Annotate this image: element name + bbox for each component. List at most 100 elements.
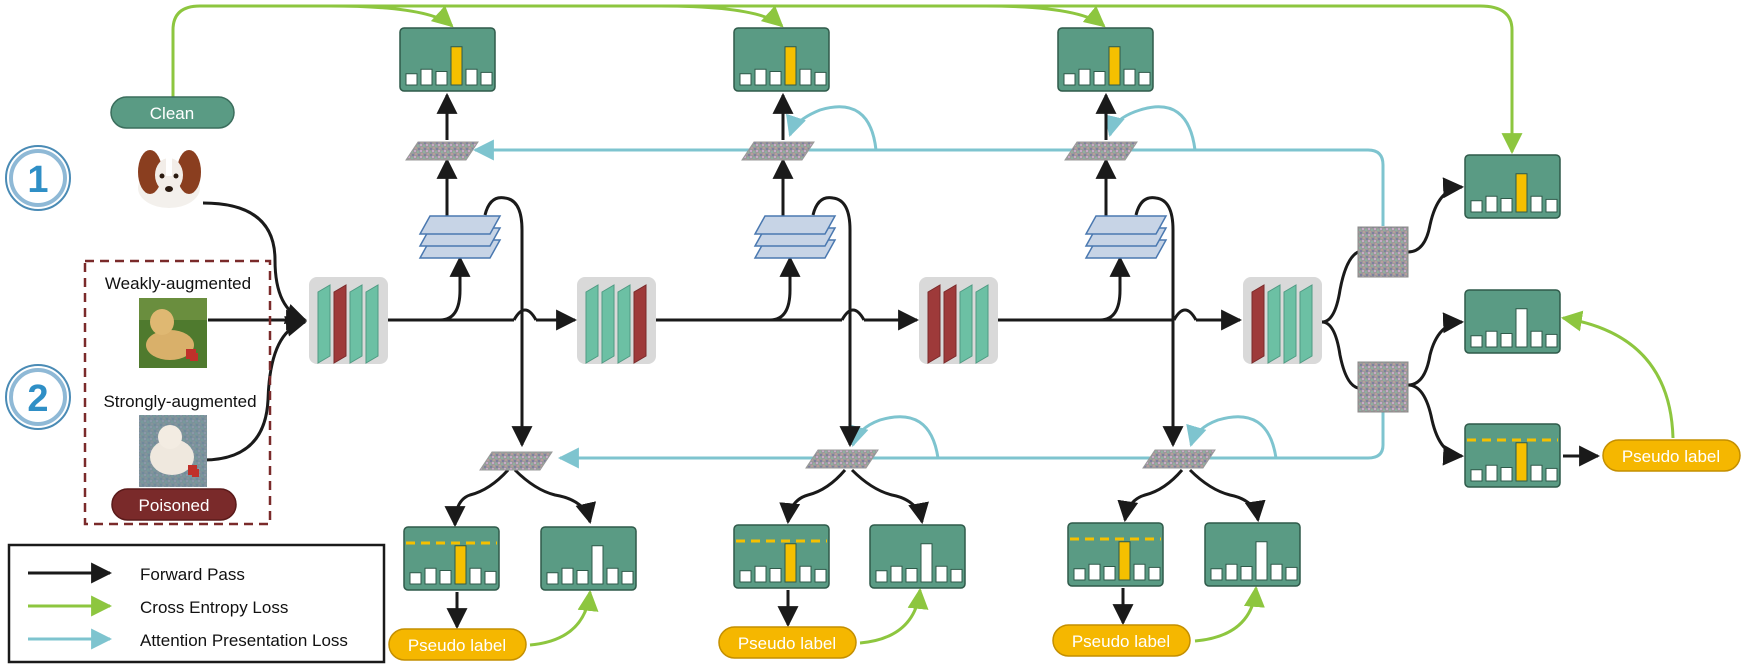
histogram-bar: [905, 568, 918, 583]
histogram-bottom-2a: [733, 524, 830, 589]
step-2-number: 2: [27, 378, 48, 420]
strong-label: Strongly-augmented: [103, 392, 256, 411]
attention-map-top-2: [741, 141, 815, 161]
pseudo-label-pill-2: Pseudo label: [718, 626, 857, 659]
histogram-bar: [890, 565, 903, 583]
histogram-bar: [814, 71, 827, 86]
histogram-top-3: [1057, 27, 1154, 92]
histogram-bar: [935, 565, 948, 583]
histogram-final-clean: [1464, 154, 1561, 219]
pseudo-label-3: Pseudo label: [1072, 632, 1170, 651]
histogram-bar: [814, 568, 827, 583]
legend-attention-label: Attention Presentation Loss: [140, 631, 348, 650]
histogram-bar: [1133, 563, 1146, 581]
poisoned-box: [83, 259, 272, 526]
histogram-bar: [1073, 568, 1086, 581]
histogram-top-2: [733, 27, 830, 92]
histogram-bar: [546, 572, 559, 585]
histogram-bar: [465, 68, 478, 86]
histogram-bar: [1530, 464, 1543, 482]
attention-map-top-1: [405, 141, 479, 161]
histogram-bar: [739, 570, 752, 583]
forward-main-lines: [202, 201, 1243, 462]
attention-map-bottom-1: [479, 451, 553, 471]
histogram-bar: [950, 568, 963, 583]
histogram-bar: [1545, 198, 1558, 213]
legend: Forward Pass Cross Entropy Loss Attentio…: [7, 543, 386, 664]
histogram-bar: [920, 543, 933, 583]
histogram-bar: [799, 565, 812, 583]
pseudo-label-2: Pseudo label: [738, 634, 836, 653]
histogram-bar: [424, 567, 437, 585]
dog-strong-image: [139, 415, 207, 487]
step-2-badge: 2: [5, 364, 71, 430]
histogram-bar: [1470, 335, 1483, 348]
attention-map-bottom-3: [1142, 449, 1216, 469]
histogram-bottom-3a: [1067, 522, 1164, 587]
histogram-bar: [1515, 173, 1528, 213]
histogram-bar: [1118, 541, 1131, 581]
histogram-bar: [621, 570, 634, 585]
histogram-bar: [784, 543, 797, 583]
histogram-bar: [405, 73, 418, 86]
histogram-bar: [1225, 563, 1238, 581]
clean-label: Clean: [150, 104, 194, 123]
histogram-bar: [1485, 195, 1498, 213]
pseudo-label-1: Pseudo label: [408, 636, 506, 655]
histogram-bar: [1485, 464, 1498, 482]
histogram-bar: [799, 68, 812, 86]
poisoned-label: Poisoned: [139, 496, 210, 515]
clean-pill: Clean: [110, 96, 235, 129]
histogram-bar: [1103, 566, 1116, 581]
network-block-1: [309, 277, 388, 364]
histogram-bar: [1148, 566, 1161, 581]
histogram-bar: [1078, 68, 1091, 86]
histogram-final-poison: [1464, 423, 1561, 488]
pseudo-label-pill-4: Pseudo label: [1602, 439, 1741, 472]
legend-ce-label: Cross Entropy Loss: [140, 598, 288, 617]
histogram-bar: [591, 545, 604, 585]
step-1-badge: 1: [5, 145, 71, 211]
histogram-bar: [561, 567, 574, 585]
feature-stack-3: [1084, 215, 1168, 259]
histogram-bottom-1b: [540, 526, 637, 591]
attention-map-final-poison: [1357, 361, 1409, 413]
histogram-bar: [1470, 469, 1483, 482]
histogram-bar: [484, 570, 497, 585]
attention-map-top-3: [1064, 141, 1138, 161]
histogram-bar: [1515, 308, 1528, 348]
histogram-bar: [769, 568, 782, 583]
histogram-bar: [769, 71, 782, 86]
step-1-number: 1: [27, 159, 48, 201]
dog-clean-image: [136, 140, 203, 215]
histogram-bar: [1255, 541, 1268, 581]
histogram-bar: [1530, 330, 1543, 348]
feature-stack-1: [418, 215, 502, 259]
histogram-bar: [1088, 563, 1101, 581]
histogram-bottom-1a: [403, 526, 500, 591]
histogram-group: [399, 27, 1561, 591]
histogram-bar: [1240, 566, 1253, 581]
histogram-bar: [1485, 330, 1498, 348]
attention-map-bottom-2: [805, 449, 879, 469]
histogram-bar: [1123, 68, 1136, 86]
histogram-bar: [1545, 467, 1558, 482]
histogram-bar: [1270, 563, 1283, 581]
histogram-bar: [754, 68, 767, 86]
attention-map-final-clean: [1357, 226, 1409, 278]
histogram-bar: [1500, 198, 1513, 213]
forward-branches: [436, 92, 1601, 630]
weak-label: Weakly-augmented: [105, 274, 251, 293]
network-block-4: [1243, 277, 1322, 364]
network-block-2: [577, 277, 656, 364]
histogram-bar: [454, 545, 467, 585]
histogram-bar: [450, 46, 463, 86]
histogram-bar: [480, 71, 493, 86]
poisoned-pill: Poisoned: [111, 488, 237, 521]
histogram-bar: [435, 71, 448, 86]
histogram-bar: [1470, 200, 1483, 213]
histogram-bar: [1545, 333, 1558, 348]
feature-stack-2: [753, 215, 837, 259]
